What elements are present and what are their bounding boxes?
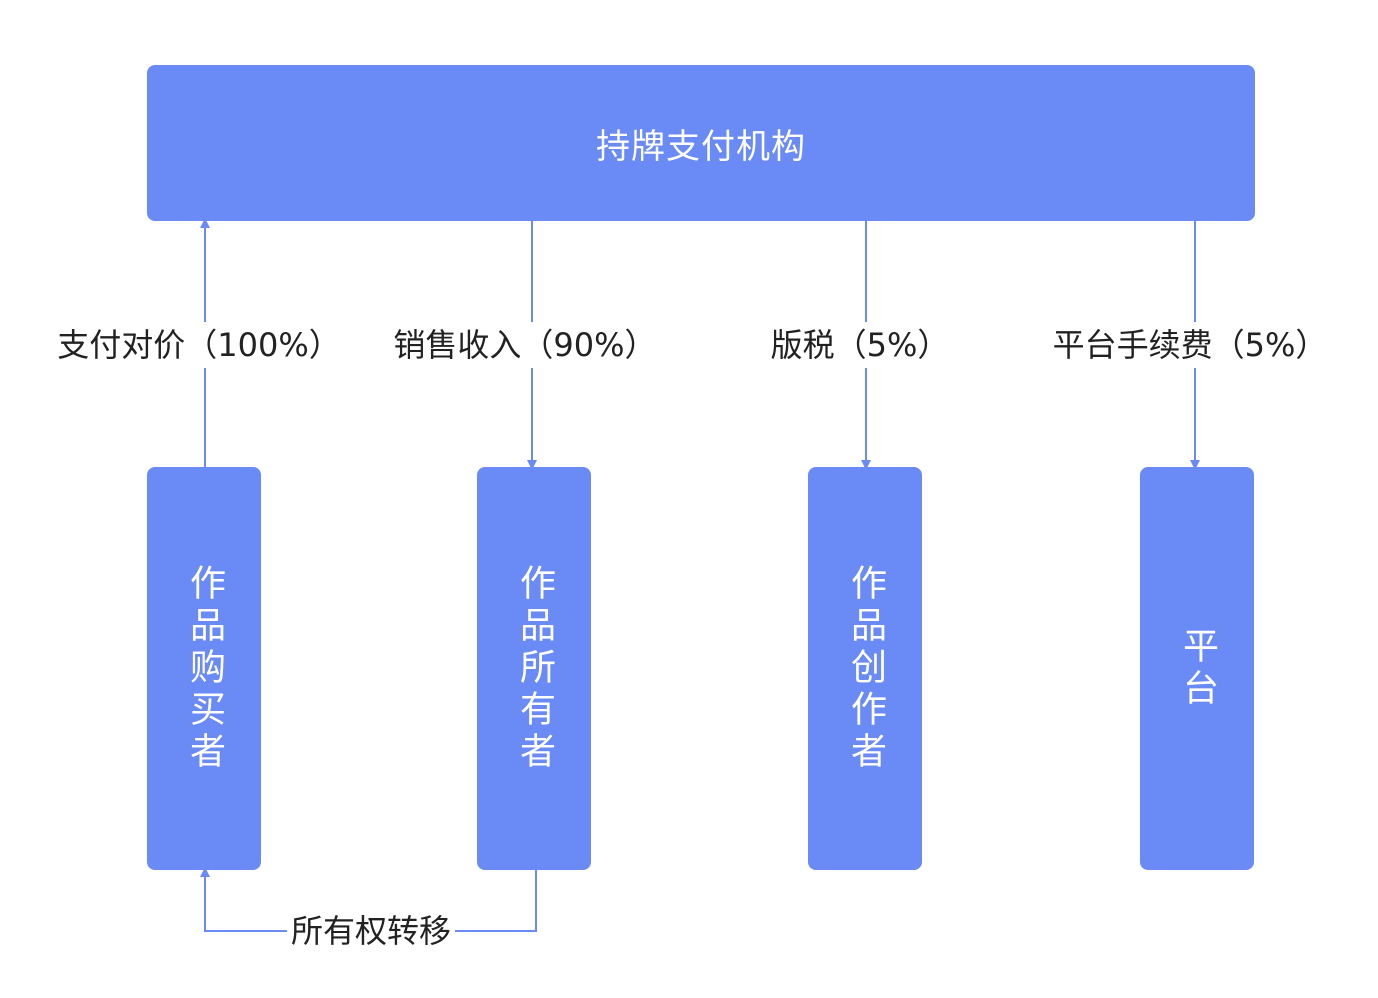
- platform-label: 平台: [1177, 626, 1218, 711]
- flow-label-platform-fee: 平台手续费（5%）: [1050, 322, 1330, 368]
- payment-institution-label: 持牌支付机构: [596, 126, 806, 167]
- buyer-label: 作品购买者: [184, 563, 225, 774]
- owner-label: 作品所有者: [514, 563, 555, 774]
- flow-label-sales-income: 销售收入（90%）: [391, 322, 659, 368]
- creator-label: 作品创作者: [845, 563, 886, 774]
- platform-box: 平台: [1140, 467, 1254, 870]
- payment-institution-box: 持牌支付机构: [147, 65, 1255, 221]
- flow-label-royalty: 版税（5%）: [768, 322, 952, 368]
- ownership-transfer-label: 所有权转移: [286, 908, 456, 954]
- owner-box: 作品所有者: [477, 467, 591, 870]
- flow-label-payment: 支付对价（100%）: [55, 322, 343, 368]
- buyer-box: 作品购买者: [147, 467, 261, 870]
- creator-box: 作品创作者: [808, 467, 922, 870]
